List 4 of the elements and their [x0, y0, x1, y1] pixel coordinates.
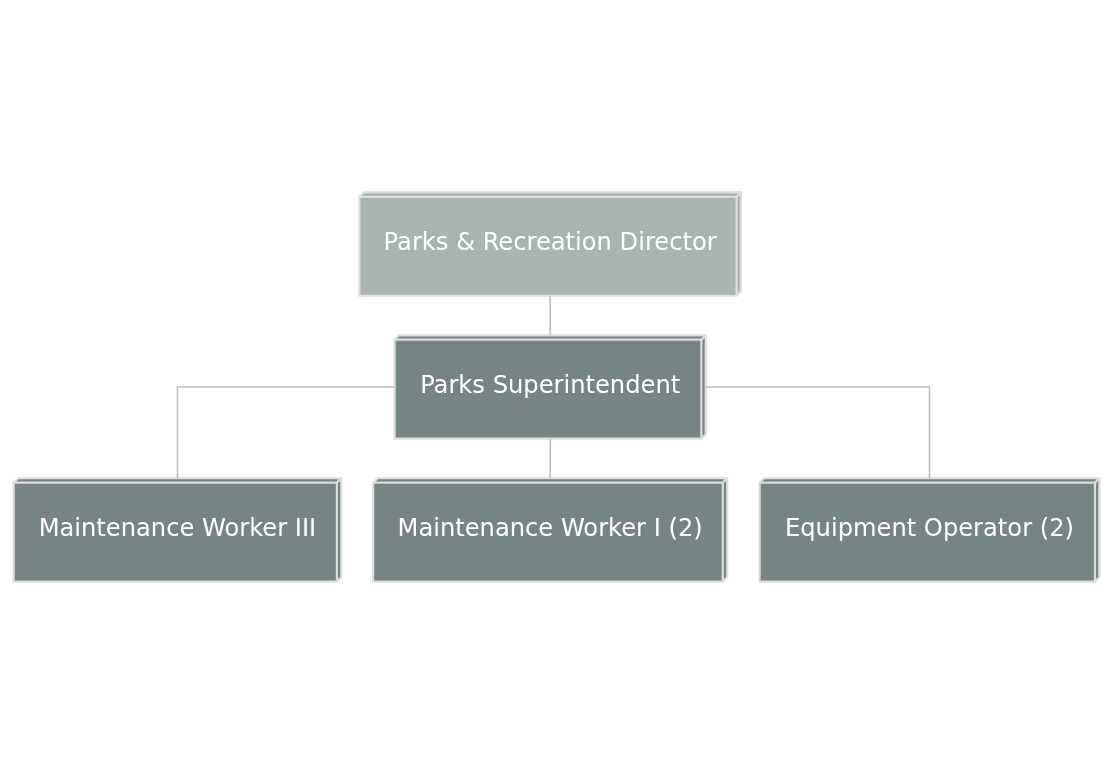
connector	[176, 385, 396, 479]
connector	[549, 437, 551, 479]
connector	[549, 294, 551, 336]
connector	[705, 385, 931, 479]
